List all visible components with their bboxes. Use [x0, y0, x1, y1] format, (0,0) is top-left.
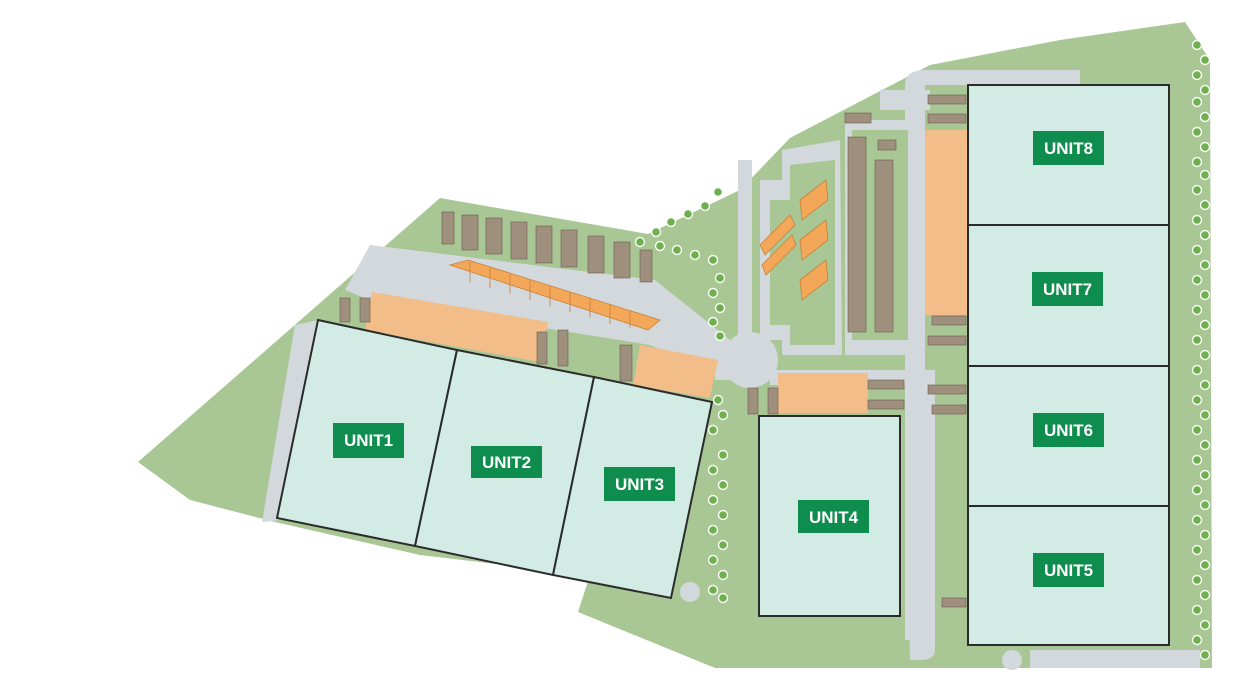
parking-bay-icon: [339, 94, 967, 608]
unit6-label-text: UNIT6: [1044, 421, 1093, 440]
unit6-label: UNIT6: [1033, 413, 1104, 447]
unit3-label-text: UNIT3: [615, 475, 664, 494]
unit7-label: UNIT7: [1032, 272, 1103, 306]
unit8-label-text: UNIT8: [1044, 139, 1093, 158]
unit1-label-text: UNIT1: [344, 431, 393, 450]
unit6-building[interactable]: [967, 365, 1170, 507]
unit2-label-text: UNIT2: [482, 453, 531, 472]
diagonal-parking-icon: [448, 179, 829, 331]
unit1-label: UNIT1: [333, 423, 404, 458]
tree-icon: [634, 39, 1211, 661]
unit5-label: UNIT5: [1033, 553, 1104, 587]
service-yards: [365, 130, 970, 413]
unit2-label: UNIT2: [471, 446, 542, 478]
unit8-label: UNIT8: [1033, 131, 1104, 165]
unit5-label-text: UNIT5: [1044, 561, 1093, 580]
unit4-label-text: UNIT4: [809, 508, 859, 527]
unit7-label-text: UNIT7: [1043, 280, 1092, 299]
unit4-label: UNIT4: [798, 500, 869, 533]
diagonal-parking-lines: [469, 262, 631, 328]
unit3-label: UNIT3: [604, 467, 675, 501]
